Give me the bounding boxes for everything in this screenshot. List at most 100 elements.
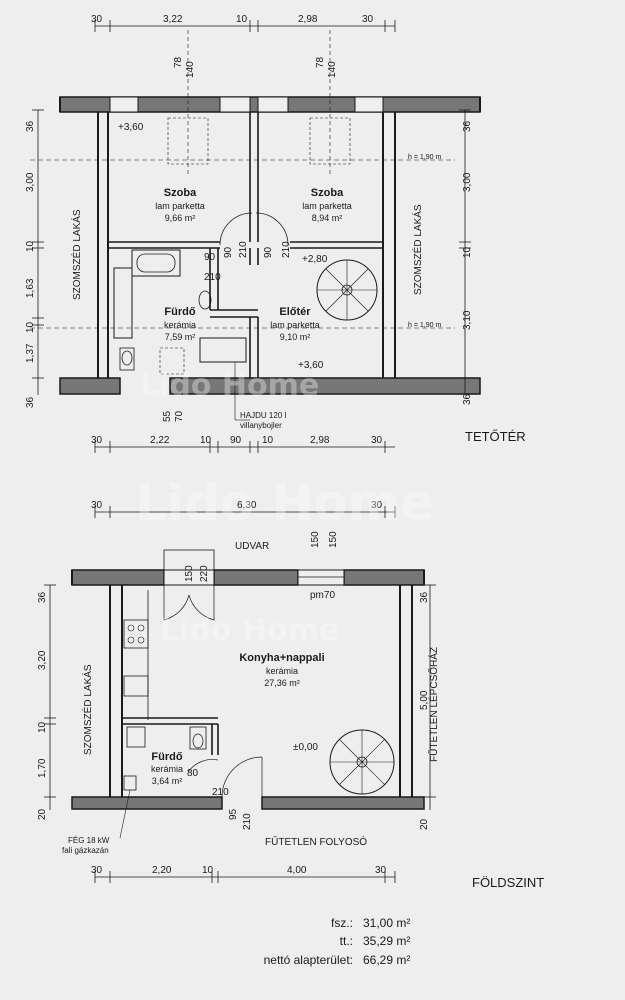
ground-room-furdo-floor: kerámia [151,764,183,774]
ground-stairwell-label: FŰTETLEN LÉPCSŐHÁZ [426,647,440,762]
attic-level-top-left: +3,60 [118,122,144,133]
attic-boiler-dim-0: 55 [162,410,173,422]
ground-boiler-note-1: FÉG 18 kW [68,836,110,845]
summary-label-0: fsz.: [331,916,353,930]
attic-door-label-3: 90 [263,246,274,258]
attic-room-szoba1-name: Szoba [164,187,197,199]
attic-room-furdo-name: Fürdő [164,306,195,318]
attic-dim-top-4: 30 [362,14,374,25]
ground-dim-left-1: 3,20 [37,650,48,670]
attic-dim-right-3: 3,10 [462,310,473,330]
attic-dim-left-3: 1,63 [25,278,36,298]
attic-door-label-2: 210 [238,241,249,258]
ground-dim-top-2: 30 [371,500,383,511]
ground-room-konyha-floor: kerámia [266,666,298,676]
attic-height-note-2: h = 1,90 m [408,322,441,329]
attic-boiler-note-1: HAJDU 120 l [240,411,286,420]
summary-value-0: 31,00 m² [363,916,410,930]
ground-dim-bottom-0: 30 [91,865,103,876]
ground-door-label-0: 80 [187,768,199,779]
attic-dim-right-4: 36 [462,393,473,405]
ground-dim-top-0: 30 [91,500,103,511]
attic-dim-bottom-0: 30 [91,435,103,446]
attic-dim-left-1: 3,00 [25,172,36,192]
ground-dim-right-1: 5,00 [419,690,430,710]
ground-window-label: pm70 [310,590,335,601]
attic-window-dim-right-1: 140 [327,61,338,78]
attic-dim-bottom-5: 2,98 [310,435,330,446]
summary-label-1: tt.: [340,934,353,948]
summary-label-2: nettó alapterület: [264,953,353,967]
ground-neighbor-left: SZOMSZÉD LAKÁS [81,664,94,755]
watermark-ground: Lido Home [160,613,339,648]
attic-room-szoba1-floor: lam parketta [155,201,205,211]
attic-door-label-5: 210 [281,241,292,258]
ground-door-label-1: 210 [212,787,229,798]
ground-dim-left-4: 20 [37,808,48,820]
watermark-attic: Lido Home [140,368,319,403]
attic-level-bottom: +3,60 [298,360,324,371]
ground-window-top-dim-0: 150 [310,531,321,548]
ground-room-konyha-area: 27,36 m² [264,678,300,688]
attic-room-furdo-area: 7,59 m² [165,332,196,342]
attic-neighbor-left: SZOMSZÉD LAKÁS [70,209,83,300]
ground-level: ±0,00 [293,742,318,753]
attic-level-center: +2,80 [302,254,328,265]
attic-dim-top-2: 10 [236,14,248,25]
ground-door-label-3: 210 [242,813,253,830]
attic-dim-left-0: 36 [25,120,36,132]
ground-dim-bottom-4: 30 [375,865,387,876]
ground-dim-bottom-1: 2,20 [152,865,172,876]
attic-dim-left-5: 1,37 [25,343,36,363]
attic-neighbor-right: SZOMSZÉD LAKÁS [411,204,424,295]
attic-window-dim-right-0: 78 [315,56,326,68]
attic-room-eloter-area: 9,10 m² [280,332,311,342]
attic-door-label-0: 90 [204,252,216,263]
attic-door-label-1: 210 [204,272,221,283]
ground-door-top-dim-1: 220 [199,565,210,582]
attic-dim-top-0: 30 [91,14,103,25]
attic-dim-bottom-6: 30 [371,435,383,446]
summary-value-1: 35,29 m² [363,934,410,948]
ground-room-konyha-name: Konyha+nappali [239,652,324,664]
attic-door-label-4: 90 [223,246,234,258]
attic-title: TETŐTÉR [465,429,526,444]
ground-dim-bottom-3: 4,00 [287,865,307,876]
ground-dim-top-1: 6,30 [237,500,257,511]
attic-window-dim-left-1: 140 [185,61,196,78]
ground-room-furdo-name: Fürdő [151,751,182,763]
ground-dim-right-0: 36 [419,591,430,603]
ground-dim-left-0: 36 [37,591,48,603]
ground-window-top-dim-1: 150 [328,531,339,548]
attic-room-furdo-floor: kerámia [164,320,196,330]
ground-boiler-note-2: fali gázkazán [62,846,109,855]
attic-dim-left-6: 36 [25,396,36,408]
ground-room-furdo-area: 3,64 m² [152,776,183,786]
attic-dim-bottom-2: 10 [200,435,212,446]
attic-height-note-1: h = 1,90 m [408,154,441,161]
attic-dim-right-1: 3,00 [462,172,473,192]
ground-door-label-2: 95 [228,808,239,820]
attic-dim-top-3: 2,98 [298,14,318,25]
attic-boiler-note-2: villanybojler [240,421,282,430]
attic-room-szoba2-floor: lam parketta [302,201,352,211]
attic-room-szoba1-area: 9,66 m² [165,213,196,223]
attic-dim-left-4: 10 [25,321,36,333]
attic-room-eloter-name: Előtér [279,306,311,318]
attic-dim-bottom-1: 2,22 [150,435,170,446]
attic-dim-right-2: 10 [462,246,473,258]
ground-dim-right-2: 20 [419,818,430,830]
attic-plan [30,20,481,453]
attic-room-eloter-floor: lam parketta [270,320,320,330]
attic-room-szoba2-name: Szoba [311,187,344,199]
ground-door-top-dim-0: 150 [184,565,195,582]
ground-title: FÖLDSZINT [472,875,544,890]
attic-boiler-dim-1: 70 [174,410,185,422]
attic-dim-right-0: 36 [462,120,473,132]
summary-value-2: 66,29 m² [363,953,410,967]
ground-dim-left-3: 1,70 [37,758,48,778]
ground-dim-bottom-2: 10 [202,865,214,876]
attic-dim-bottom-4: 10 [262,435,274,446]
attic-dim-left-2: 10 [25,240,36,252]
